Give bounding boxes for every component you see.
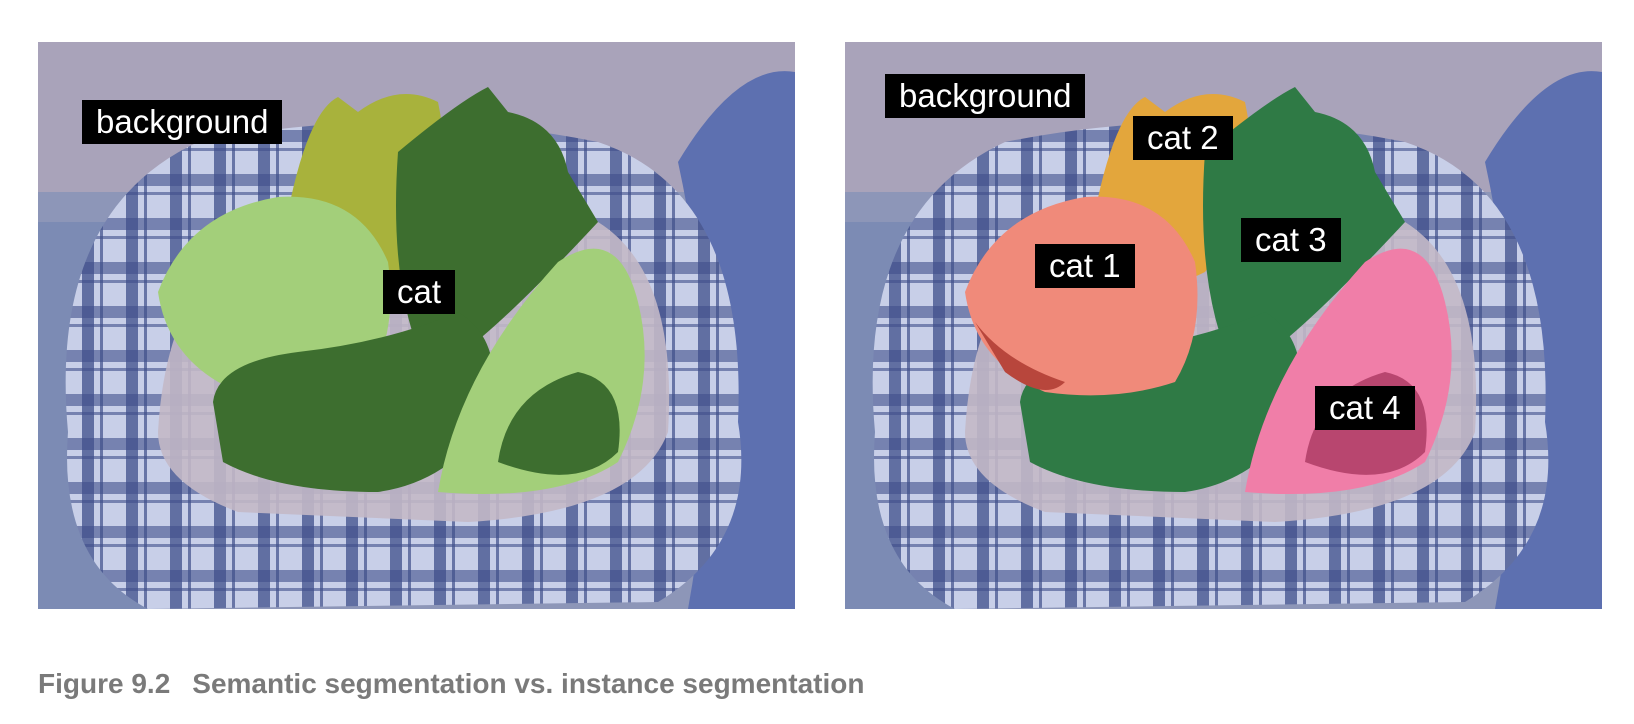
cat-1-label: cat 1: [1035, 244, 1135, 288]
cat-3-label: cat 3: [1241, 218, 1341, 262]
cat-2-label: cat 2: [1133, 116, 1233, 160]
cat-label: cat: [383, 270, 456, 314]
figure-number: Figure 9.2: [38, 668, 171, 699]
instance-segmentation-image: background cat 2 cat 3 cat 1 cat 4: [845, 42, 1602, 609]
figure-caption-text: Semantic segmentation vs. instance segme…: [192, 668, 865, 699]
semantic-segmentation-image: background cat: [38, 42, 795, 609]
background-label: background: [82, 100, 283, 144]
figure-caption: Figure 9.2 Semantic segmentation vs. inst…: [38, 668, 864, 700]
semantic-segmentation-scene: [38, 42, 795, 609]
background-label: background: [885, 74, 1086, 118]
cat-4-label: cat 4: [1315, 386, 1415, 430]
